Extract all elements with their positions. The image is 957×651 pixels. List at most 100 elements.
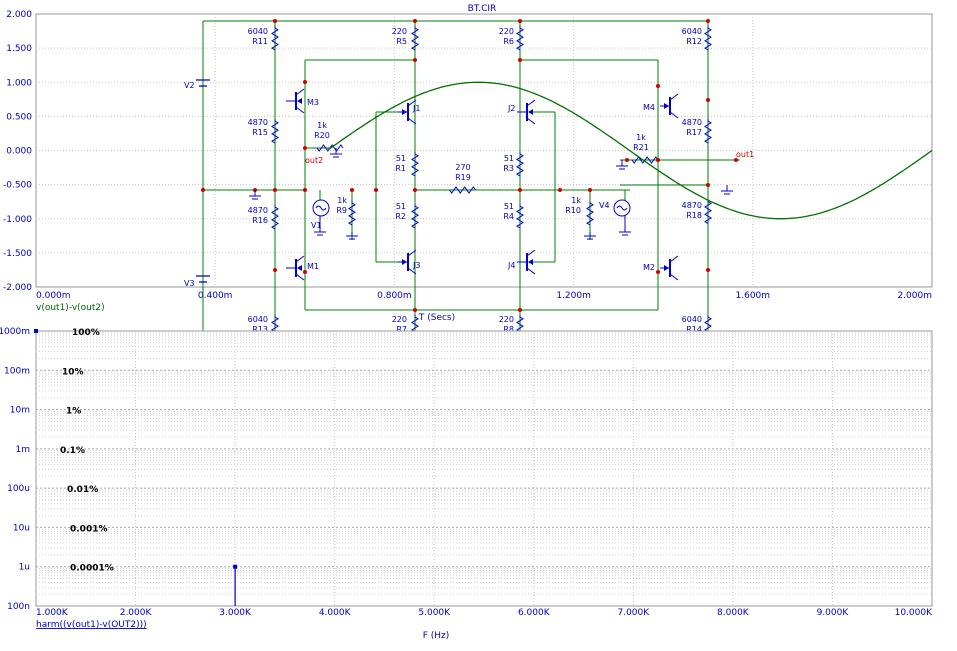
transistor-arrow-icon: [664, 265, 669, 271]
percent-label: 0.001%: [70, 524, 108, 534]
node-dot: [706, 268, 710, 272]
resistor-name: R4: [503, 212, 514, 221]
y-tick-label: 10u: [13, 523, 30, 533]
source-v4[interactable]: V4: [599, 199, 631, 217]
y-tick-label: 2.000: [6, 10, 32, 20]
net-label-out1[interactable]: out1: [736, 150, 754, 159]
transistor-label: J2: [507, 104, 515, 113]
sine-trace[interactable]: [326, 81, 933, 220]
net-label-out2[interactable]: out2: [305, 156, 323, 165]
source-v1[interactable]: V1: [311, 199, 330, 230]
transistor-J3[interactable]: J3: [398, 249, 420, 275]
ground-icon: [249, 190, 261, 200]
top-x-axis-label: T (Secs): [418, 313, 455, 323]
y-tick-label: 1u: [19, 563, 30, 573]
resistor-zigzag-icon: [411, 153, 419, 177]
top-trace-label[interactable]: v(out1)-v(out2): [36, 303, 105, 313]
x-tick-label: 1.000K: [36, 608, 69, 618]
percent-labels: 100%10%1%0.1%0.01%0.001%0.0001%: [60, 328, 114, 574]
percent-label: 0.0001%: [70, 564, 114, 574]
transistor-drain-icon: [669, 93, 679, 101]
node-dot: [588, 188, 592, 192]
spine-wire: [274, 21, 709, 347]
y-tick-label: 0.000: [6, 147, 32, 157]
node-dot: [518, 58, 522, 62]
transistor-M2[interactable]: M2: [643, 255, 679, 281]
transistor-J1[interactable]: J1: [398, 99, 420, 125]
node-dot: [413, 308, 417, 312]
x-tick-label: 5.000K: [418, 608, 451, 618]
resistor-value: 51: [504, 154, 514, 163]
x-tick-label: 6.000K: [518, 608, 551, 618]
transistor-label: M2: [643, 263, 655, 272]
source-v3[interactable]: V3: [184, 275, 210, 288]
transistor-label: J1: [412, 104, 420, 113]
resistor-zigzag-icon: [704, 201, 712, 224]
y-tick-label: 100u: [7, 484, 30, 494]
node-dot: [734, 158, 738, 162]
inner-box-wire: [304, 59, 659, 311]
x-tick-label: 0.400m: [198, 291, 233, 301]
resistor-value: 1k: [337, 196, 347, 205]
label-v1: V1: [311, 221, 322, 230]
x-tick-label: 1.200m: [556, 291, 591, 301]
resistor-name: R2: [395, 212, 406, 221]
resistor-value: 220: [392, 27, 407, 36]
y-tick-label: -1.000: [3, 215, 32, 225]
transistor-drain-icon: [295, 255, 305, 263]
transistor-label: J4: [507, 261, 515, 270]
x-tick-label: 3.000K: [219, 608, 252, 618]
label-v2: V2: [184, 81, 195, 90]
transistor-M1[interactable]: M1: [286, 255, 319, 281]
x-tick-label: 7.000K: [617, 608, 650, 618]
transistor-M3[interactable]: M3: [286, 88, 319, 114]
ground-symbols: [249, 148, 733, 240]
y-tick-label: 100n: [7, 602, 30, 612]
transistor-source-icon: [669, 111, 679, 119]
resistor-zigzag-icon: [271, 27, 279, 51]
ground-icon: [330, 148, 342, 158]
transistor-drain-icon: [526, 249, 536, 257]
percent-label: 100%: [72, 328, 100, 338]
transistor-drain-icon: [407, 249, 417, 257]
transistor-drain-icon: [407, 99, 417, 107]
battery-icon: [196, 79, 210, 87]
node-dot: [374, 188, 378, 192]
resistor-zigzag-icon: [704, 120, 712, 144]
x-tick-label: 0.000m: [36, 291, 71, 301]
resistor-name: R20: [314, 131, 330, 140]
node-dot: [656, 158, 660, 162]
ground-icon: [346, 232, 358, 240]
node-dot: [413, 19, 417, 23]
transistor-J4[interactable]: J4: [507, 249, 536, 275]
resistor-name: R17: [686, 128, 702, 137]
resistor-value: 4870: [248, 118, 268, 127]
bottom-grid: [36, 331, 932, 606]
node-dot: [706, 183, 710, 187]
resistor-name: R13: [252, 325, 268, 334]
bottom-trace-label[interactable]: harm((v(out1)-v(OUT2))): [36, 620, 147, 630]
resistor-value: 220: [499, 315, 514, 324]
resistor-name: R9: [336, 206, 347, 215]
transistor-M4[interactable]: M4: [643, 93, 679, 119]
source-v2[interactable]: V2: [184, 79, 210, 90]
node-dot: [656, 270, 660, 274]
x-tick-label: 10.000K: [895, 608, 933, 618]
transistor-J2[interactable]: J2: [507, 99, 536, 125]
